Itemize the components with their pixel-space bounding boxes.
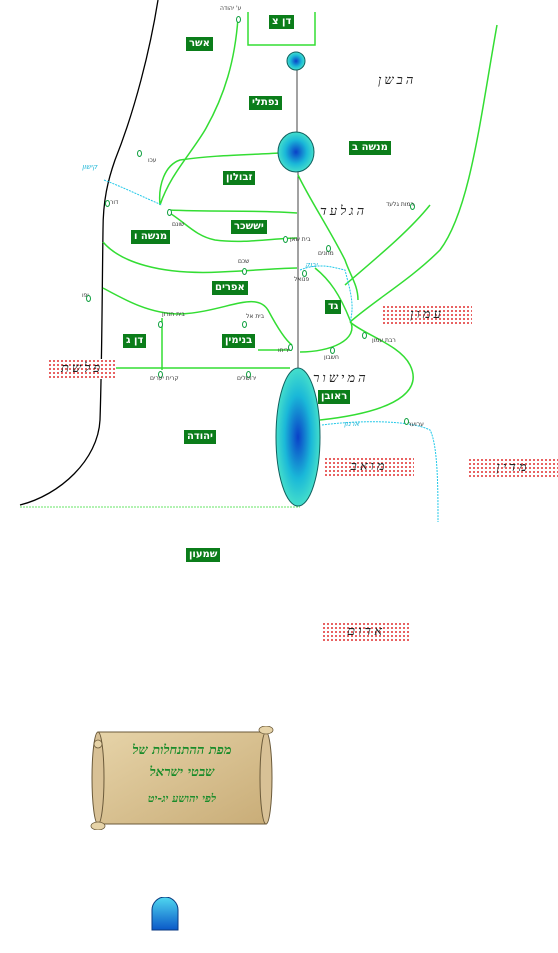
city-marker xyxy=(330,347,335,354)
border-bashan xyxy=(349,24,498,323)
tribe-menashe-west: מנשה ו xyxy=(131,230,171,244)
city-marker xyxy=(158,371,163,378)
nation-pleshet: פלשת xyxy=(48,359,116,379)
tribe-dan-south: דן ג xyxy=(123,334,147,348)
city-label: עכו xyxy=(148,157,157,164)
city-label: מחנים xyxy=(318,250,334,257)
city-marker xyxy=(246,371,251,378)
city-marker xyxy=(242,321,247,328)
border-efraim-binyamin xyxy=(102,287,293,346)
lake-hula xyxy=(286,51,306,71)
city-label: שכם xyxy=(238,258,250,265)
tribe-shimon: שמעון xyxy=(186,548,221,562)
dead-sea xyxy=(275,367,321,507)
city-label: רבת עמון xyxy=(372,337,396,344)
border-menashe-efraim xyxy=(102,241,298,274)
river-yabok xyxy=(299,265,353,323)
city-label: שונם xyxy=(172,221,185,228)
border-gad xyxy=(299,267,353,353)
river-label-kishon: קישון xyxy=(82,163,98,171)
border-yissachar xyxy=(167,211,298,243)
region-gilad: הגלעד xyxy=(320,204,368,219)
city-label: דור xyxy=(110,199,119,206)
nation-moav: מואב xyxy=(324,457,414,477)
scroll-line-1: מפת ההתנחלות של xyxy=(132,743,232,758)
border-reuven xyxy=(319,321,414,421)
city-label: בית חורון xyxy=(162,311,185,318)
scroll-line-3: לפי יהושע יג-יט xyxy=(147,792,217,805)
city-label: בית אל xyxy=(246,313,265,320)
scroll-line-2: שבטי ישראל xyxy=(149,765,215,780)
city-marker xyxy=(326,245,331,252)
city-marker xyxy=(410,203,415,210)
nation-amon: עמון xyxy=(382,305,472,325)
tribe-yissachar: יששכר xyxy=(231,220,267,234)
city-label: ע' יהודה xyxy=(220,5,242,12)
border-zevulun-south xyxy=(167,209,298,214)
home-arch-icon[interactable] xyxy=(151,897,179,931)
city-label: יפו xyxy=(82,292,89,299)
city-marker xyxy=(302,270,307,277)
region-mishor: המישור xyxy=(313,371,369,386)
border-asher-naftali xyxy=(159,17,239,206)
sea-of-galilee xyxy=(277,131,315,173)
border-dan-north xyxy=(247,12,316,46)
city-marker xyxy=(283,236,288,243)
tribe-binyamin: בנימין xyxy=(222,334,256,348)
city-marker xyxy=(105,200,110,207)
city-marker xyxy=(236,16,241,23)
tribe-yehuda: יהודה xyxy=(184,430,216,444)
city-marker xyxy=(242,268,247,275)
tribe-zevulun: זבולון xyxy=(223,171,256,185)
city-marker xyxy=(362,332,367,339)
title-scroll: מפת ההתנחלות של שבטי ישראל לפי יהושע יג-… xyxy=(90,726,274,830)
nation-edom: אדום xyxy=(322,622,410,642)
river-label-arnon: ארנון xyxy=(344,420,360,428)
tribe-dan-north: דן צ xyxy=(269,15,295,29)
nation-midyan: מדין xyxy=(468,458,558,478)
city-label: יריחו xyxy=(278,347,290,354)
tribe-gad: גד xyxy=(325,300,342,314)
jordan-river xyxy=(296,70,299,372)
border-menashe-east xyxy=(297,174,359,301)
river-kishon xyxy=(103,179,163,206)
city-label: ירושלים xyxy=(237,375,257,382)
city-marker xyxy=(288,344,293,351)
tribe-menashe-east: מנשה ב xyxy=(349,141,391,155)
city-label: בית שאן xyxy=(290,236,311,243)
border-zevulun-north xyxy=(158,152,281,206)
city-marker xyxy=(158,321,163,328)
city-label: רמות גלעד xyxy=(386,201,414,208)
city-marker xyxy=(86,295,91,302)
tribe-naftali: נפתלי xyxy=(249,96,282,110)
tribe-efraim: אפרים xyxy=(212,281,248,295)
coastline xyxy=(19,0,159,506)
city-label: קרית יערים xyxy=(150,375,179,382)
region-bashan: הבשן xyxy=(378,73,417,88)
city-label: ערוער xyxy=(408,421,424,428)
city-label: פנואל xyxy=(294,276,310,283)
river-arnon xyxy=(321,421,439,523)
city-marker xyxy=(404,418,409,425)
tribe-reuven: ראובן xyxy=(318,390,351,404)
river-label-yabok: יבוק xyxy=(305,261,318,269)
tribe-asher: אשר xyxy=(186,37,213,51)
city-marker xyxy=(167,209,172,216)
border-gilad xyxy=(344,204,431,286)
city-label: חשבון xyxy=(324,354,339,361)
city-marker xyxy=(137,150,142,157)
